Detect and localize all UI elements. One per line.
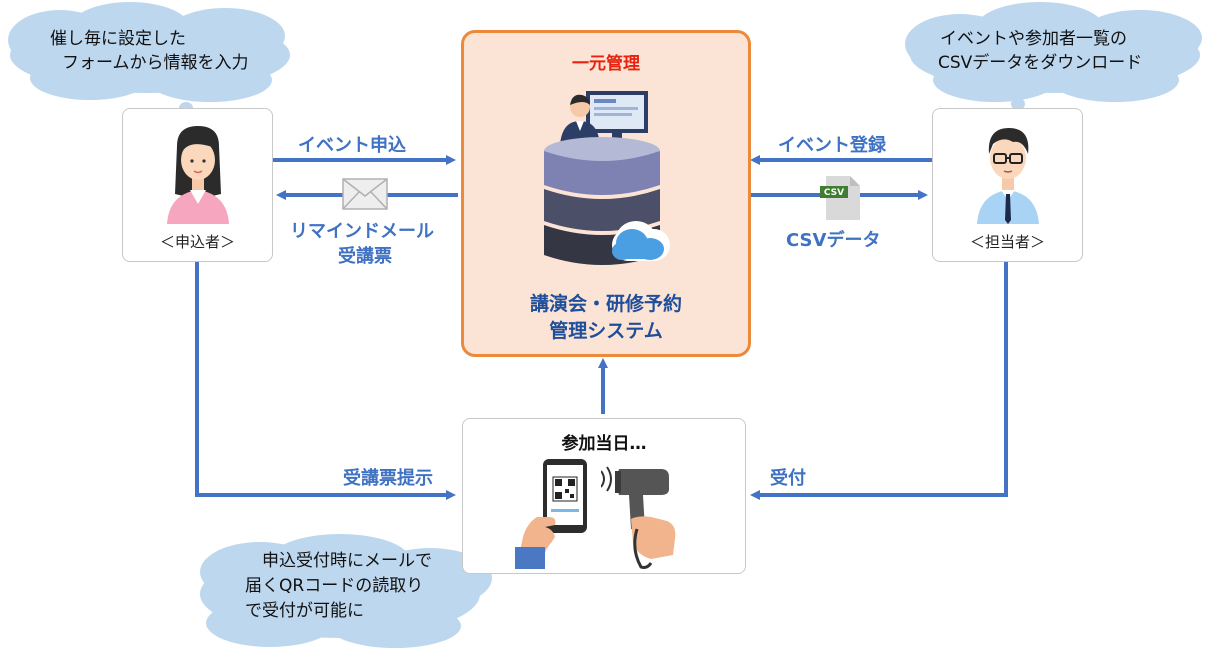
woman-avatar-icon: [167, 126, 229, 224]
event-register-label: イベント登録: [778, 135, 886, 156]
csv-data-label: CSVデータ: [786, 230, 881, 251]
database-server-icon: [544, 91, 670, 265]
applicant-caption: ＜申込者＞: [159, 233, 235, 251]
staff-card: ＜担当者＞: [932, 108, 1083, 262]
staff-caption: ＜担当者＞: [969, 233, 1045, 251]
reminder-label-line-1: リマインドメール: [290, 221, 434, 242]
qr-note-line-2: 届くQRコードの読取り: [245, 576, 424, 596]
event-day-card: 参加当日…: [462, 418, 746, 574]
staff-note-line-1: イベントや参加者一覧の: [940, 29, 1127, 49]
csv-file-icon: CSV: [820, 176, 860, 220]
ticket-present-arrow: [195, 262, 456, 500]
barcode-scanner-icon: [601, 466, 676, 569]
system-title-line-1: 講演会・研修予約: [529, 293, 682, 315]
applicant-card: ＜申込者＞: [122, 108, 273, 262]
qr-note-line-3: で受付が可能に: [245, 601, 364, 621]
system-title-line-2: 管理システム: [549, 320, 663, 342]
unified-management-badge: 一元管理: [572, 54, 640, 74]
qr-note-line-1: 申込受付時にメールで: [262, 551, 432, 571]
qr-thought-cloud: [200, 534, 510, 648]
csv-file-label: CSV: [824, 188, 844, 198]
ticket-present-label: 受講票提示: [343, 468, 433, 489]
event-apply-label: イベント申込: [298, 135, 406, 156]
applicant-note-line-1: 催し毎に設定した: [50, 29, 186, 49]
applicant-thought-cloud: [8, 2, 290, 114]
email-envelope-icon: [342, 178, 388, 210]
reception-arrow: [750, 262, 1008, 500]
reception-label: 受付: [770, 468, 806, 489]
applicant-note-line-2: フォームから情報を入力: [62, 53, 249, 73]
smartphone-qr-icon: [515, 459, 587, 569]
reminder-label-line-2: 受講票: [338, 246, 392, 267]
staff-note-line-2: CSVデータをダウンロード: [938, 53, 1143, 73]
event-day-title: 参加当日…: [561, 434, 647, 454]
staff-thought-cloud: [905, 2, 1202, 110]
man-glasses-avatar-icon: [977, 128, 1039, 224]
management-system-card: 一元管理 講演会・研修予約 管理システム: [461, 30, 751, 357]
